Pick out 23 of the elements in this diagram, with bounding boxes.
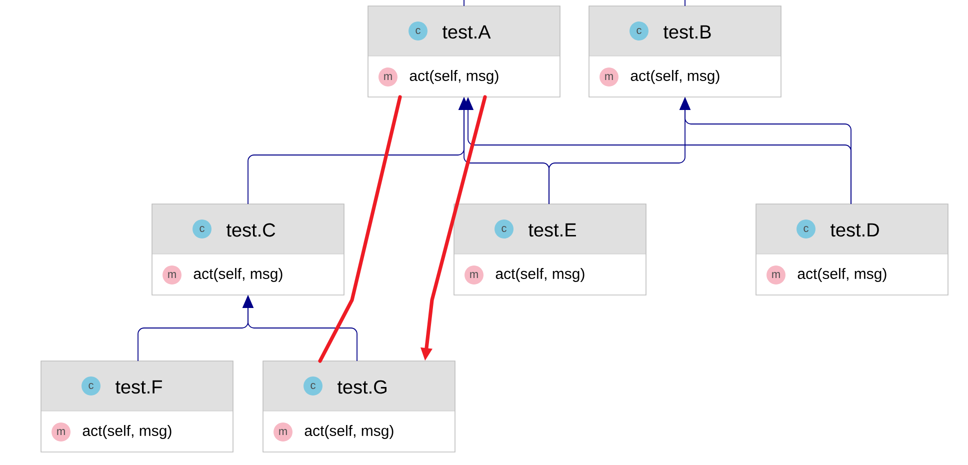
class-name: test.E xyxy=(528,223,576,237)
method-signature: act(self, msg) xyxy=(496,268,584,282)
class-name: test.F xyxy=(116,380,162,394)
connector-line xyxy=(684,0,686,6)
connector-line xyxy=(318,95,402,363)
class-name: test.D xyxy=(830,223,879,237)
class-box xyxy=(454,204,646,296)
method-signature: act(self, msg) xyxy=(304,425,394,439)
class-name: test.C xyxy=(226,223,276,237)
class-box xyxy=(40,360,234,452)
class-name: test.A xyxy=(442,25,491,39)
class-box xyxy=(262,360,456,452)
method-signature: act(self, msg) xyxy=(82,425,172,439)
class-box xyxy=(368,6,560,98)
class-name: test.G xyxy=(338,380,386,394)
class-box xyxy=(756,204,948,296)
method-signature: act(self, msg) xyxy=(410,70,498,84)
method-signature: act(self, msg) xyxy=(798,268,886,282)
class-name: test.B xyxy=(664,25,711,39)
class-box xyxy=(588,6,782,98)
class-box xyxy=(152,204,344,296)
method-signature: act(self, msg) xyxy=(630,70,720,84)
method-signature: act(self, msg) xyxy=(194,268,282,282)
